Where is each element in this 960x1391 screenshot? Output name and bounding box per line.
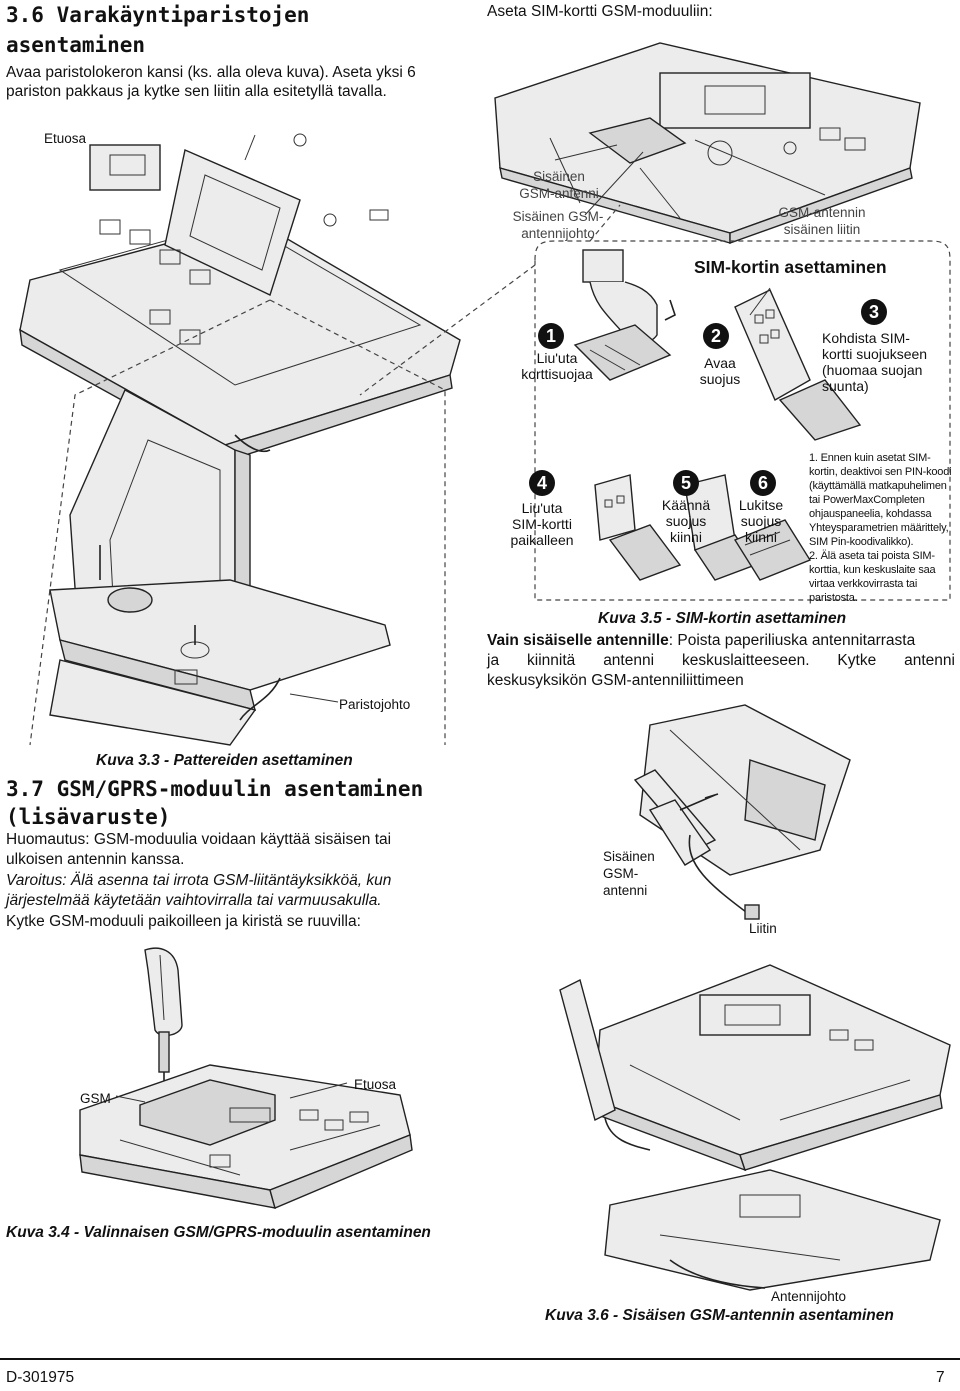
step-5-number: 5 xyxy=(673,470,699,496)
note-line-3: (käyttämällä matkapuhelimen xyxy=(809,480,947,492)
antenna-connector-label: GSM-antennin sisäinen liitin xyxy=(772,204,872,238)
gsm-module-installation-illustration xyxy=(79,947,413,1209)
internal-antenna-label-line2: GSM-antenni xyxy=(519,186,599,201)
step-1-line1: Liu'uta xyxy=(536,350,578,366)
step-2-number: 2 xyxy=(703,323,729,349)
antenna-connector-label-line2: sisäinen liitin xyxy=(783,222,861,237)
section-36-paragraph-line2: pariston pakkaus ja kytke sen liitin all… xyxy=(6,83,387,100)
internal-antenna-paragraph-line1: Vain sisäiselle antennille: Poista paper… xyxy=(487,631,955,651)
section-37-title-line2: (lisävaruste) xyxy=(6,805,171,829)
sim-callout-frame xyxy=(359,204,951,601)
document-number: D-301975 xyxy=(6,1369,75,1386)
step-1-line2: korttisuojaa xyxy=(521,366,593,382)
step-4-line1: Liu'uta xyxy=(521,500,563,516)
step-3-illustration xyxy=(734,287,862,441)
section-37-warning-line1: Varoitus: Älä asenna tai irrota GSM-liit… xyxy=(6,872,392,889)
step-2-label: Avaa suojus xyxy=(690,355,750,387)
step-3-line1: Kohdista SIM- xyxy=(822,330,910,346)
internal-gsm-antenna-line2: GSM- xyxy=(603,866,639,881)
section-36-title-line1: 3.6 Varakäyntiparistojen xyxy=(6,3,310,27)
note-line-4: tai PowerMaxCompleten xyxy=(809,494,925,506)
section-37-instruction: Kytke GSM-moduuli paikoilleen ja kiristä… xyxy=(6,913,361,930)
step-5-line2: suojus xyxy=(665,513,707,529)
step-3-line2: kortti suojukseen xyxy=(822,346,928,362)
connector-label: Liitin xyxy=(749,921,777,936)
section-37-note-line2: ulkoisen antennin kanssa. xyxy=(6,851,185,868)
internal-antenna-paragraph: Vain sisäiselle antennille: Poista paper… xyxy=(487,631,955,691)
step-3-line3: (huomaa suojan xyxy=(822,362,923,378)
step-4-label: Liu'uta SIM-kortti paikalleen xyxy=(502,500,582,548)
antenna-wire-label-line1: Sisäinen GSM- xyxy=(512,209,604,224)
page-number: 7 xyxy=(936,1369,945,1386)
step-6-label: Lukitse suojus kiinni xyxy=(731,497,791,545)
section-37-title-line1: 3.7 GSM/GPRS-moduulin asentaminen xyxy=(6,777,424,801)
section-36-paragraph-line1: Avaa paristolokeron kansi (ks. alla olev… xyxy=(6,64,416,81)
step-6-number: 6 xyxy=(750,470,776,496)
step-5-line3: kiinni xyxy=(670,529,702,545)
antenna-wire-label-fig36: Antennijohto xyxy=(771,1289,847,1304)
figure-35-caption: Kuva 3.5 - SIM-kortin asettaminen xyxy=(598,610,847,627)
step-4-line2: SIM-kortti xyxy=(512,516,572,532)
step-3-label: Kohdista SIM- kortti suojukseen (huomaa … xyxy=(822,330,927,394)
internal-gsm-antenna-line1: Sisäinen xyxy=(603,849,655,864)
internal-antenna-label: Sisäinen GSM-antenni xyxy=(514,168,604,202)
battery-wire-label: Paristojohto xyxy=(339,697,411,712)
internal-antenna-text-line2: ja kiinnitä antenni keskuslaitteeseen. K… xyxy=(487,652,955,669)
steps-4-6-illustration xyxy=(594,474,812,581)
step-5-label: Käännä suojus kiinni xyxy=(656,497,716,545)
note-line-6: Yhteysparametrien määrittely, xyxy=(809,522,949,534)
step-1-illustration xyxy=(573,249,676,381)
footer-rule xyxy=(0,1358,960,1360)
sim-insert-intro: Aseta SIM-kortti GSM-moduuliin: xyxy=(487,3,713,20)
figure-36-caption: Kuva 3.6 - Sisäisen GSM-antennin asentam… xyxy=(545,1307,894,1324)
figure-33-caption: Kuva 3.3 - Pattereiden asettaminen xyxy=(96,752,353,769)
internal-antenna-bold-lead: Vain sisäiselle antennille xyxy=(487,632,669,649)
internal-antenna-text-line1: : Poista paperiliuska antennitarrasta xyxy=(668,632,916,649)
step-4-line3: paikalleen xyxy=(510,532,574,548)
note-line-7: SIM Pin-koodivalikko). xyxy=(809,536,914,548)
step-3-number: 3 xyxy=(861,299,887,325)
step-6-line2: suojus xyxy=(740,513,782,529)
note-line-8: 2. Älä aseta tai poista SIM- xyxy=(809,550,935,562)
internal-gsm-antenna-line3: antenni xyxy=(603,883,648,898)
internal-antenna-label-line1: Sisäinen xyxy=(533,169,585,184)
battery-wire-leader xyxy=(289,693,339,703)
battery-installation-illustration xyxy=(19,133,461,746)
section-37-note-line1: Huomautus: GSM-moduulia voidaan käyttää … xyxy=(6,831,392,848)
note-line-11: paristosta. xyxy=(809,592,858,604)
antenna-wire-label: Sisäinen GSM- antennijohto xyxy=(508,208,608,242)
internal-antenna-illustration xyxy=(559,704,951,1291)
step-5-line1: Käännä xyxy=(661,497,711,513)
antenna-connector-label-line1: GSM-antennin xyxy=(778,205,866,220)
note-line-2: kortin, deaktivoi sen PIN-koodi xyxy=(809,466,952,478)
sim-insert-heading: SIM-kortin asettaminen xyxy=(694,257,887,277)
note-line-1: 1. Ennen kuin asetat SIM- xyxy=(809,452,931,464)
note-line-10: virtaa verkkovirrasta tai xyxy=(809,578,918,590)
front-label-gsm: Etuosa xyxy=(354,1077,397,1092)
step-6-line1: Lukitse xyxy=(738,497,784,513)
gsm-module-top-illustration xyxy=(494,42,921,244)
step-2-line2: suojus xyxy=(699,371,741,387)
step-1-number: 1 xyxy=(538,323,564,349)
step-6-line3: kiinni xyxy=(745,529,777,545)
sim-notes: 1. Ennen kuin asetat SIM- kortin, deakti… xyxy=(809,451,959,605)
note-line-9: korttia, kun keskuslaite saa xyxy=(809,564,936,576)
internal-antenna-text-line3: keskusyksikön GSM-antenniliittimeen xyxy=(487,672,744,689)
figure-34-caption: Kuva 3.4 - Valinnaisen GSM/GPRS-moduulin… xyxy=(6,1224,431,1241)
step-4-number: 4 xyxy=(529,470,555,496)
antenna-leader-lines xyxy=(554,139,826,216)
antenna-wire-label-line2: antennijohto xyxy=(521,226,595,241)
step-2-line1: Avaa xyxy=(704,355,736,371)
step-3-line4: suunta) xyxy=(822,378,869,394)
section-36-title-line2: asentaminen xyxy=(6,33,146,57)
gsm-label: GSM xyxy=(80,1091,111,1106)
note-line-5: ohjauspaneelia, kohdassa xyxy=(809,508,932,520)
internal-gsm-antenna-label: Sisäinen GSM- antenni xyxy=(603,848,655,899)
front-label: Etuosa xyxy=(44,131,87,146)
section-37-warning-line2: järjestelmää käytetään vaihtovirralla ta… xyxy=(6,892,382,909)
step-1-label: Liu'uta korttisuojaa xyxy=(517,350,597,382)
